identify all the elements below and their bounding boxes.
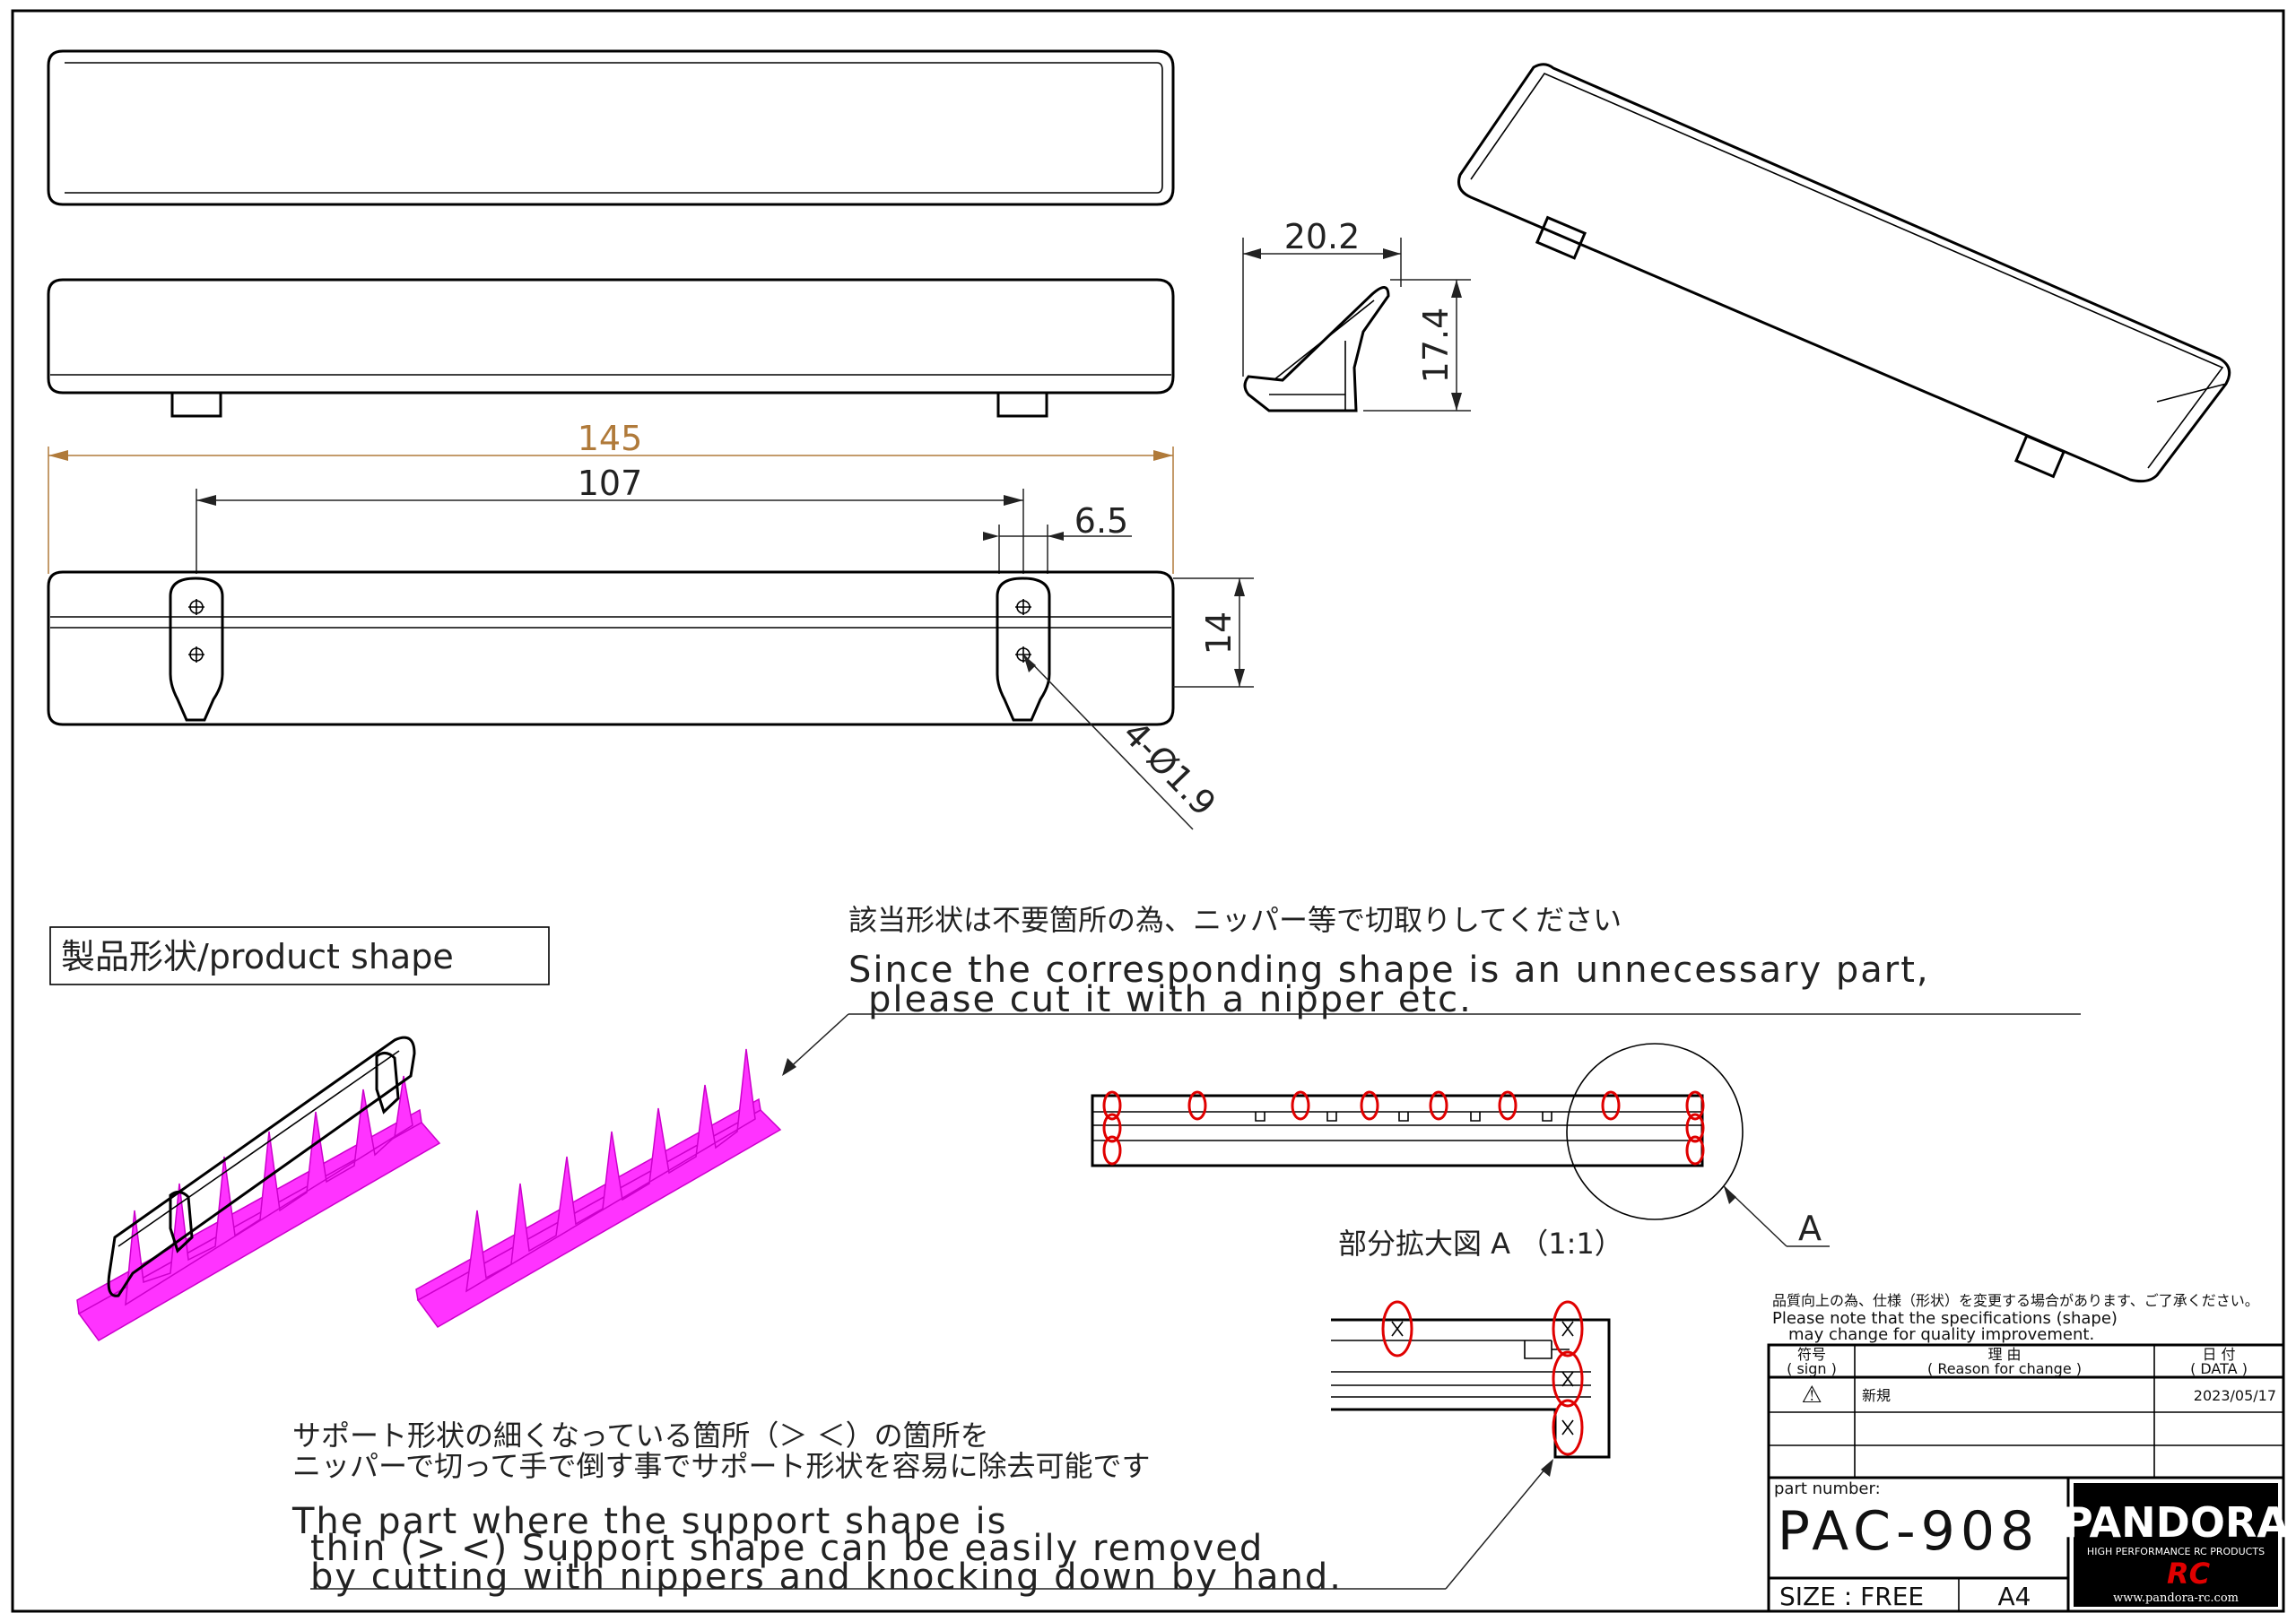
assembled-isometric (76, 1036, 441, 1341)
dim-20-2-label: 20.2 (1284, 217, 1361, 256)
tb-col-reason-jp: 理 由 (1987, 1346, 2021, 1363)
tb-rev-date: 2023/05/17 (2194, 1387, 2276, 1404)
product-shape-label: 製品形状/product shape (61, 937, 454, 976)
hole-callout: 4-Ø1.9 (1116, 714, 1224, 824)
logo-sub: HIGH PERFORMANCE RC PRODUCTS (2087, 1546, 2265, 1557)
detail-title: 部分拡大図 A （1:1） (1338, 1227, 1623, 1261)
dim-145-label: 145 (578, 419, 643, 458)
cut-note-en-1: Since the corresponding shape is an unne… (848, 950, 1930, 991)
tb-col-reason-en: ( Reason for change ) (1927, 1360, 2082, 1377)
dim-6-5-label: 6.5 (1074, 501, 1128, 541)
tb-col-date-jp: 日 付 (2202, 1346, 2235, 1363)
support-note-jp-2: ニッパーで切って手で倒す事でサポート形状を容易に除去可能です (292, 1449, 1150, 1483)
isometric-view (1457, 63, 2231, 483)
dimension-107: 107 (196, 464, 1024, 574)
tb-notice-en-2: may change for quality improvement. (1788, 1325, 2094, 1344)
tb-paper: A4 (1998, 1582, 2031, 1611)
dim-17-4-label: 17.4 (1416, 308, 1456, 384)
tb-col-sign-jp: 符号 (1797, 1346, 1826, 1363)
cut-note-jp: 該当形状は不要箇所の為、ニッパー等で切取りしてください (848, 903, 1622, 937)
tb-notice-jp: 品質向上の為、仕様（形状）を変更する場合があります、ご了承ください。 (1772, 1292, 2259, 1309)
top-view (47, 49, 1175, 206)
tb-rev-sign: ⚠ (1801, 1382, 1822, 1409)
front-view (47, 278, 1175, 418)
tb-col-date-en: ( DATA ) (2190, 1360, 2248, 1377)
support-note-jp-1: サポート形状の細くなっている箇所（＞ ＜）の箇所を (292, 1418, 989, 1453)
tb-part-number: PAC-908 (1778, 1500, 2039, 1563)
dimension-145: 145 (48, 419, 1174, 574)
dim-107-label: 107 (578, 464, 643, 503)
detail-marker-a: A (1798, 1209, 1822, 1248)
support-isometric (415, 1048, 782, 1328)
tb-size-label: SIZE : FREE (1779, 1582, 1924, 1611)
tb-part-number-label: part number: (1774, 1479, 1881, 1498)
dim-14-label: 14 (1199, 612, 1239, 655)
logo-rc: RC (2167, 1557, 2211, 1591)
dimension-6-5: 6.5 (983, 501, 1132, 574)
side-view: 20.2 17.4 (1242, 217, 1471, 412)
tb-rev-reason: 新規 (1862, 1387, 1891, 1404)
tb-col-sign-en: ( sign ) (1787, 1360, 1837, 1377)
bottom-view (47, 570, 1175, 726)
hole-leader: 4-Ø1.9 (1022, 654, 1224, 830)
support-note-en-2: thin (> <) Support shape can be easily r… (310, 1528, 1264, 1569)
logo-url: www.pandora-rc.com (2113, 1592, 2239, 1605)
tb-notice-en-1: Please note that the specifications (sha… (1772, 1309, 2118, 1328)
title-block: 品質向上の為、仕様（形状）を変更する場合があります、ご了承ください。 Pleas… (1767, 1292, 2289, 1613)
pandora-logo (2074, 1483, 2278, 1607)
support-note-en-3: by cutting with nippers and knocking dow… (310, 1557, 1343, 1598)
logo-text: PANDORA (2063, 1498, 2289, 1547)
product-shape-box (49, 926, 550, 985)
drawing-frame (11, 9, 2285, 1613)
support-note-en-1: The part where the support shape is (291, 1501, 1007, 1542)
dimension-14: 14 (1173, 577, 1254, 688)
section-view: A (1091, 1043, 1830, 1248)
detail-a (1331, 1300, 1611, 1459)
